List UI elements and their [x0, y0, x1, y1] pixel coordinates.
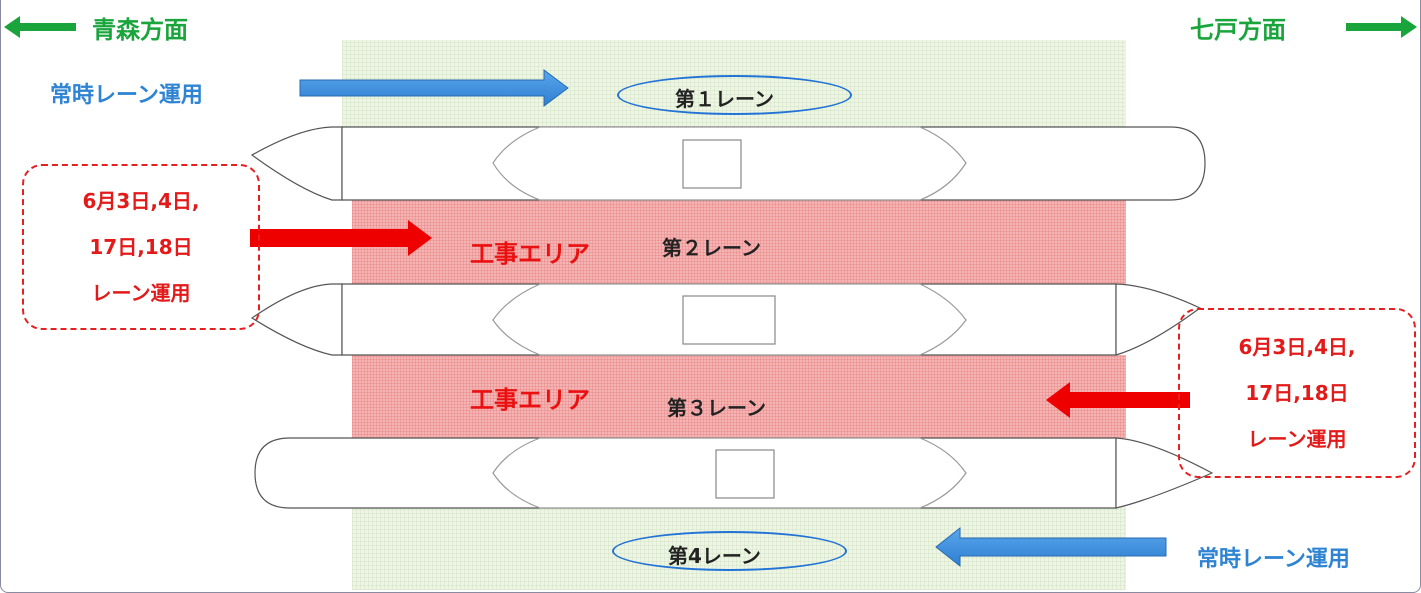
lane-4-label: 第4レーン [668, 544, 761, 568]
train-1 [250, 126, 1206, 201]
direction-arrow-left-icon [4, 16, 76, 38]
work-arrow-right-icon [250, 220, 432, 256]
train-3 [254, 437, 1214, 509]
regular-lane-use-label-bottom: 常時レーン運用 [1197, 547, 1350, 572]
lane-1-label: 第１レーン [675, 87, 774, 111]
schedule-note-left: 6月3日,4日, 17日,18日 レーン運用 [22, 164, 260, 330]
schedule-note-right: 6月3日,4日, 17日,18日 レーン運用 [1178, 308, 1416, 478]
regular-lane-arrow-right-icon [299, 69, 569, 107]
direction-label-aomori: 青森方面 [92, 16, 188, 44]
schedule-note-left-line-2: 17日,18日 [89, 235, 193, 259]
lane-3-label: 第３レーン [667, 396, 766, 420]
work-area-label-lane-3: 工事エリア [470, 386, 590, 414]
schedule-note-right-line-2: 17日,18日 [1245, 381, 1349, 405]
train-2 [250, 283, 1202, 356]
work-area-label-lane-2: 工事エリア [470, 240, 590, 268]
lane-4-oval [612, 531, 847, 571]
schedule-note-left-line-1: 6月3日,4日, [82, 189, 200, 213]
work-area-lane-2 [352, 198, 1126, 286]
schedule-note-right-line-1: 6月3日,4日, [1238, 335, 1356, 359]
schedule-note-right-line-3: レーン運用 [1247, 427, 1347, 451]
lane-1-oval [617, 75, 852, 115]
work-arrow-left-icon [1046, 382, 1190, 418]
direction-label-shichinohe: 七戸方面 [1190, 16, 1286, 44]
regular-lane-arrow-left-icon [935, 526, 1167, 568]
lane-2-label: 第２レーン [662, 236, 761, 260]
work-area-lane-3 [352, 355, 1126, 438]
direction-arrow-right-icon [1346, 16, 1417, 38]
schedule-note-left-line-3: レーン運用 [91, 281, 191, 305]
regular-lane-use-label-top: 常時レーン運用 [50, 83, 203, 108]
